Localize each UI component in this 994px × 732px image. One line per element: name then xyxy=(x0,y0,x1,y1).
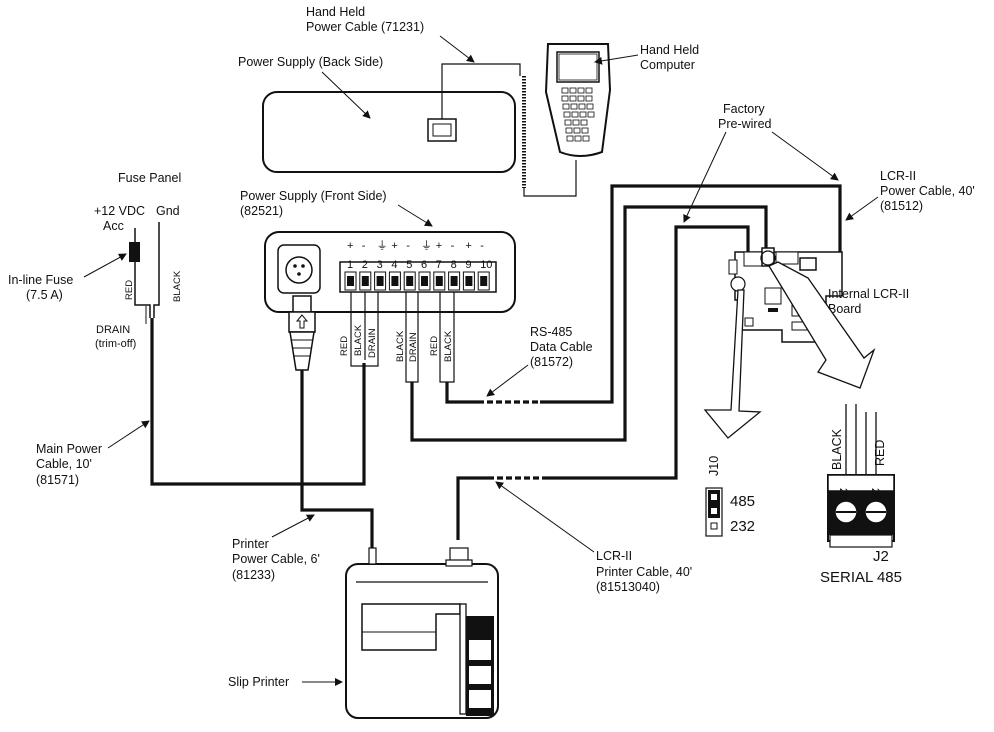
rs485-label-2: Data Cable xyxy=(530,340,593,354)
lcr-power-label-3: (81512) xyxy=(880,199,923,213)
rs485-label-3: (81572) xyxy=(530,355,573,369)
vdc-label-1: +12 VDC xyxy=(94,204,145,218)
terminal-sign-5: - xyxy=(406,240,410,252)
ps-back-label: Power Supply (Back Side) xyxy=(238,55,383,69)
power-supply-front xyxy=(264,231,516,313)
terminal-wires xyxy=(350,292,455,383)
j10-232-label: 232 xyxy=(730,518,755,535)
wire1-red-label: RED xyxy=(339,336,350,356)
hand-held-cable xyxy=(441,63,521,119)
rs485-label-1: RS-485 xyxy=(530,325,572,339)
terminal-number-5: 5 xyxy=(406,259,412,271)
factory-label-1: Factory xyxy=(723,102,765,116)
j2-black-label: BLACK xyxy=(830,428,844,470)
trim-off-label: (trim-off) xyxy=(95,338,136,350)
main-power-label-1: Main Power xyxy=(36,442,102,456)
j2-callout-arrow xyxy=(768,261,876,389)
screen-icon xyxy=(556,51,600,83)
terminal-sign-8: - xyxy=(451,240,455,252)
j10-callout-arrow xyxy=(703,289,762,439)
j10-label: J10 xyxy=(707,456,721,476)
gnd-label: Gnd xyxy=(156,204,180,218)
terminal-sign-2: - xyxy=(362,240,366,252)
j2-label: J2 xyxy=(873,548,889,565)
hand-held-computer-label-1: Hand Held xyxy=(640,43,699,57)
terminal-number-4: 4 xyxy=(391,259,397,271)
fuse-panel-label: Fuse Panel xyxy=(118,171,181,185)
keypad-icon xyxy=(561,87,595,142)
lcr-printer-label-3: (81513040) xyxy=(596,580,660,594)
hand-held-cable-label-1: Hand Held xyxy=(306,5,365,19)
terminal-sign-7: + xyxy=(436,240,442,252)
lcr-power-label-1: LCR-II xyxy=(880,169,916,183)
terminal-number-10: 10 xyxy=(480,259,492,271)
terminal-number-7: 7 xyxy=(436,259,442,271)
terminal-number-9: 9 xyxy=(465,259,471,271)
factory-label-2: Pre-wired xyxy=(718,117,772,131)
j10-485-label: 485 xyxy=(730,493,755,510)
main-power-cable xyxy=(150,318,366,486)
lcr-power-cable xyxy=(410,205,768,442)
terminal-number-8: 8 xyxy=(451,259,457,271)
j2-pin-24-label: 24 xyxy=(869,488,881,500)
red-wire-label: RED xyxy=(124,280,135,300)
terminal-number-6: 6 xyxy=(421,259,427,271)
internal-lcr-label-1: Internal LCR-II xyxy=(828,287,909,301)
terminal-sign-1: + xyxy=(347,240,353,252)
hand-held-computer xyxy=(544,43,612,157)
drain-label: DRAIN xyxy=(96,324,130,336)
main-power-label-2: Cable, 10' xyxy=(36,457,92,471)
printer-power-cable xyxy=(300,370,374,550)
main-power-label-3: (81571) xyxy=(36,473,79,487)
internal-lcr-label-2: Board xyxy=(828,302,861,316)
lcr-printer-label-1: LCR-II xyxy=(596,549,632,563)
wire7-red-label: RED xyxy=(429,336,440,356)
terminal-sign-9: + xyxy=(465,240,471,252)
rs485-cable xyxy=(445,382,478,404)
terminal-sign-6: ⏚ xyxy=(421,239,432,252)
lcr-power-label-2: Power Cable, 40' xyxy=(880,184,975,198)
lcr-printer-label-2: Printer Cable, 40' xyxy=(596,565,692,579)
terminal-sign-4: + xyxy=(391,240,397,252)
slip-printer-label: Slip Printer xyxy=(228,675,289,689)
ps-front-label-2: (82521) xyxy=(240,204,283,218)
printer-power-plug-icon xyxy=(288,295,316,371)
wire5-drain-label: DRAIN xyxy=(408,332,419,362)
ps-front-label-1: Power Supply (Front Side) xyxy=(240,189,387,203)
printer-power-label-1: Printer xyxy=(232,537,269,551)
terminal-sign-3: ⏚ xyxy=(377,239,388,252)
terminal-number-3: 3 xyxy=(377,259,383,271)
lcr-board xyxy=(728,247,843,343)
inline-fuse-label-2: (7.5 A) xyxy=(26,288,63,302)
printer-power-label-2: Power Cable, 6' xyxy=(232,552,320,566)
hand-held-computer-label-2: Computer xyxy=(640,58,695,72)
black-wire-label: BLACK xyxy=(172,270,183,302)
terminal-number-2: 2 xyxy=(362,259,368,271)
terminal-sign-10: - xyxy=(480,240,484,252)
wire3-drain-label: DRAIN xyxy=(367,328,378,358)
wire8-black-label: BLACK xyxy=(443,330,454,362)
serial-485-label: SERIAL 485 xyxy=(820,569,902,586)
terminal-number-1: 1 xyxy=(347,259,353,271)
j2-connector xyxy=(827,404,895,548)
printer-power-label-3: (81233) xyxy=(232,568,275,582)
j2-red-label: RED xyxy=(873,440,887,466)
power-supply-back xyxy=(262,91,516,173)
lcr-printer-cable xyxy=(456,476,488,540)
hand-held-cable-label-2: Power Cable (71231) xyxy=(306,20,424,34)
wire2-black-label: BLACK xyxy=(353,324,364,356)
rj-jack-icon xyxy=(427,118,457,142)
inline-fuse-label-1: In-line Fuse xyxy=(8,273,73,287)
j2-pin-25-label: 25 xyxy=(837,488,849,500)
inline-fuse-icon xyxy=(129,228,140,300)
vdc-label-2: Acc xyxy=(103,219,124,233)
slip-printer xyxy=(345,547,499,719)
j10-jumper xyxy=(705,487,723,537)
wire4-black-label: BLACK xyxy=(395,330,406,362)
